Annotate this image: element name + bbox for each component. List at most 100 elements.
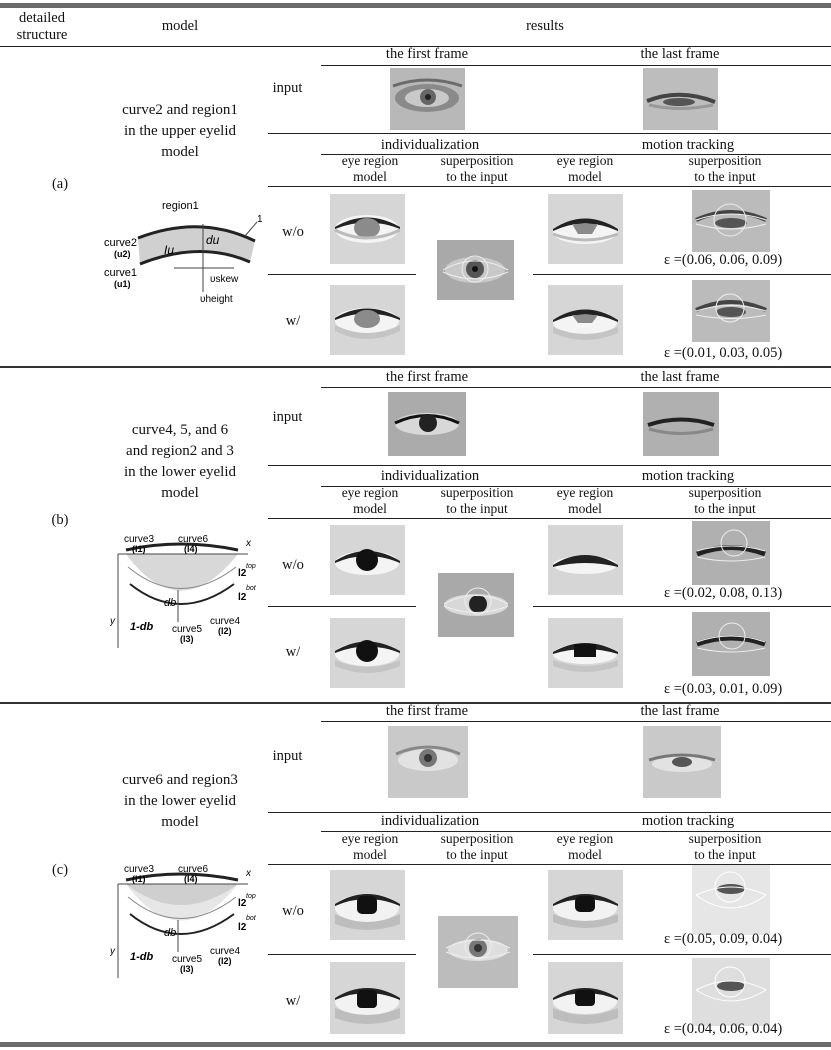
- eye-region-model-label: eye region model: [341, 153, 399, 184]
- last-frame-label: the last frame: [640, 703, 720, 719]
- without-label: w/o: [282, 903, 304, 919]
- top-rule: [0, 3, 831, 8]
- l1-label: (l1): [132, 544, 146, 554]
- superposition-tracking-wo-image: [692, 865, 770, 935]
- rule: [268, 812, 831, 813]
- l4-label: (l4): [184, 874, 198, 884]
- without-label: w/o: [282, 557, 304, 573]
- superposition-tracking-w-image: [692, 958, 770, 1026]
- motion-tracking-label: motion tracking: [641, 137, 735, 153]
- header-detailed-structure: detailed structure: [16, 10, 68, 43]
- lower-eyelid-diagram: curve3 (l1) curve6 (l4) x y l2 top l2 bo…: [110, 534, 257, 648]
- superposition-tracking-wo-image: [692, 190, 770, 252]
- rule: [321, 831, 831, 832]
- eye-model-wo-image: [330, 870, 405, 940]
- motion-tracking-label: motion tracking: [641, 813, 735, 829]
- input-first-frame-image: [390, 68, 465, 130]
- individualization-label: individualization: [380, 468, 480, 484]
- eye-model-tracking-w-image: [548, 962, 623, 1034]
- one-label: 1: [257, 214, 263, 225]
- curve2-sub: (u2): [114, 249, 131, 259]
- input-label: input: [272, 80, 303, 96]
- superposition-label: superposition to the input: [688, 153, 762, 184]
- row-id: (b): [51, 512, 69, 528]
- with-label: w/: [285, 313, 301, 329]
- eye-model-wo-image: [330, 525, 405, 595]
- curve1-sub: (u1): [114, 279, 131, 289]
- rule: [321, 387, 831, 388]
- superposition-tracking-w-image: [692, 280, 770, 342]
- section-divider: [0, 366, 831, 368]
- rule: [321, 721, 831, 722]
- curve1-label: curve1: [104, 267, 137, 279]
- top-label: top: [246, 563, 256, 570]
- rule: [321, 154, 831, 155]
- superposition-individualization-image: [438, 916, 518, 988]
- error-w: ε =(0.04, 0.06, 0.04): [664, 1021, 783, 1037]
- with-label: w/: [285, 993, 301, 1009]
- lower-eyelid-diagram: curve3 (l1) curve6 (l4) x y l2 top l2 bo…: [110, 864, 257, 978]
- curve5-label: curve5: [172, 954, 202, 965]
- l2-label: (l2): [218, 956, 232, 966]
- eye-model-tracking-wo-image: [548, 194, 623, 264]
- rule: [268, 186, 831, 187]
- header-results: results: [526, 18, 564, 34]
- input-last-frame-image: [643, 392, 719, 456]
- with-label: w/: [285, 644, 301, 660]
- input-first-frame-image: [388, 726, 468, 798]
- individualization-label: individualization: [380, 813, 480, 829]
- superposition-label: superposition to the input: [440, 153, 514, 184]
- input-label: input: [272, 748, 303, 764]
- header-rule: [0, 46, 831, 47]
- db-label: db: [164, 597, 176, 609]
- bottom-rule: [0, 1042, 831, 1047]
- first-frame-label: the first frame: [385, 369, 469, 385]
- curve3-label: curve3: [124, 864, 154, 875]
- superposition-individualization-image: [437, 240, 514, 300]
- superposition-tracking-w-image: [692, 612, 770, 676]
- l4-label: (l4): [184, 544, 198, 554]
- l2bot-label: l2: [238, 922, 247, 933]
- du-label: du: [206, 233, 220, 247]
- curve4-label: curve4: [210, 616, 240, 627]
- superposition-label: superposition to the input: [440, 831, 514, 862]
- l2top-label: l2: [238, 898, 247, 909]
- eye-model-tracking-w-image: [548, 285, 623, 355]
- superposition-label: superposition to the input: [688, 485, 762, 516]
- model-description: curve6 and region3 in the lower eyelid m…: [122, 772, 238, 830]
- without-label: w/o: [282, 224, 304, 240]
- top-label: top: [246, 893, 256, 900]
- superposition-label: superposition to the input: [688, 831, 762, 862]
- skew-label: υskew: [210, 274, 239, 285]
- curve6-label: curve6: [178, 864, 208, 875]
- height-label: υheight: [200, 294, 233, 305]
- first-frame-label: the first frame: [385, 703, 469, 719]
- first-frame-label: the first frame: [385, 46, 469, 62]
- model-description: curve2 and region1 in the upper eyelid m…: [122, 102, 238, 160]
- one-db-label: 1-db: [130, 951, 154, 963]
- rule: [321, 65, 831, 66]
- l3-label: (l3): [180, 964, 194, 974]
- eye-model-w-image: [330, 962, 405, 1034]
- rule: [268, 864, 831, 865]
- rule: [268, 518, 831, 519]
- error-w: ε =(0.03, 0.01, 0.09): [664, 681, 783, 697]
- upper-eyelid-diagram: region1 curve2 (u2) curve1 (u1) Iu du υs…: [104, 200, 263, 305]
- l1-label: (l1): [132, 874, 146, 884]
- input-label: input: [272, 409, 303, 425]
- model-description: curve4, 5, and 6 and region2 and 3 in th…: [123, 422, 237, 501]
- eye-region-model-label: eye region model: [556, 153, 614, 184]
- bot-label: bot: [246, 585, 257, 592]
- one-db-label: 1-db: [130, 621, 154, 633]
- curve2-label: curve2: [104, 237, 137, 249]
- rule: [268, 465, 831, 466]
- curve5-label: curve5: [172, 624, 202, 635]
- eye-region-model-label: eye region model: [341, 831, 399, 862]
- eye-region-model-label: eye region model: [556, 831, 614, 862]
- rule: [533, 274, 831, 275]
- rule: [268, 133, 831, 134]
- eye-region-model-label: eye region model: [341, 485, 399, 516]
- row-id: (a): [51, 176, 69, 192]
- eye-model-w-image: [330, 618, 405, 688]
- curve4-label: curve4: [210, 946, 240, 957]
